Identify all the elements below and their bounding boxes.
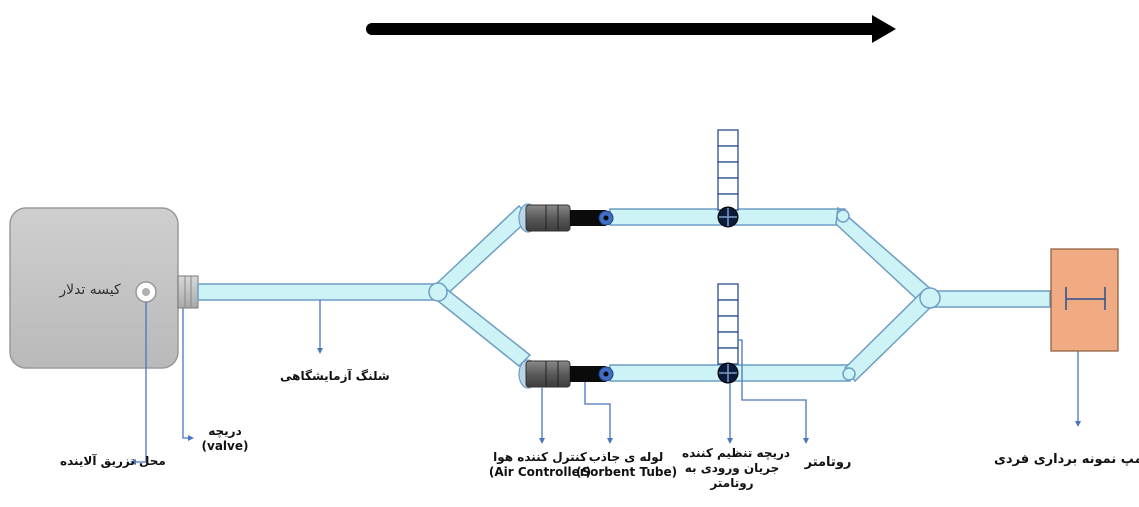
flow-valve-label-line1: دریچه تنظیم کننده <box>682 446 791 460</box>
rotameter-label: روتامتر <box>804 455 852 470</box>
valve-label-fa: دریچه <box>208 424 242 438</box>
pointer-lines <box>134 300 1079 463</box>
sorbent-tube-label: لوله ی جاذب (Sorbent Tube) <box>576 450 678 480</box>
injection-site-label: محل تزریق آلاینده <box>60 454 166 468</box>
flow-valve-label-line3: روتامتر <box>710 476 754 490</box>
flow-direction-arrow <box>366 15 896 43</box>
sorbent-tube-upper <box>570 210 614 226</box>
lab-hose <box>197 283 439 301</box>
rotameter-upper <box>717 129 739 211</box>
air-controller-label-fa: کنترل کننده هوا <box>493 450 587 464</box>
air-controller-upper <box>518 203 571 233</box>
air-controller-lower <box>518 359 571 389</box>
sampling-pump <box>1050 248 1119 352</box>
flow-valve-upper-icon <box>717 206 739 228</box>
pump-label: پمپ نمونه برداری فردی <box>994 452 1139 467</box>
valve-block <box>177 275 199 309</box>
pointer-arrowheads <box>130 348 1081 465</box>
sorbent-tube-lower <box>570 366 614 382</box>
tedlar-bag-label: کیسه تدلار <box>59 282 121 298</box>
flow-valve-lower-icon <box>717 362 739 384</box>
valve-label: دریچه (valve) <box>190 424 260 454</box>
valve-label-en: (valve) <box>201 439 249 453</box>
flow-valve-label: دریچه تنظیم کننده جریان ورودی به روتامتر <box>682 446 791 491</box>
tubing <box>197 204 1051 383</box>
sorbent-tube-label-en: (Sorbent Tube) <box>576 465 678 479</box>
rotameter-lower <box>717 283 739 365</box>
air-controller-label: کنترل کننده هوا (Air Controller) <box>488 450 592 480</box>
lab-hose-label: شلنگ آزمایشگاهی <box>280 369 390 383</box>
flow-valve-label-line2: جریان ورودی به <box>684 461 780 475</box>
air-controller-label-en: (Air Controller) <box>488 465 592 479</box>
sorbent-tube-label-fa: لوله ی جاذب <box>588 450 664 464</box>
